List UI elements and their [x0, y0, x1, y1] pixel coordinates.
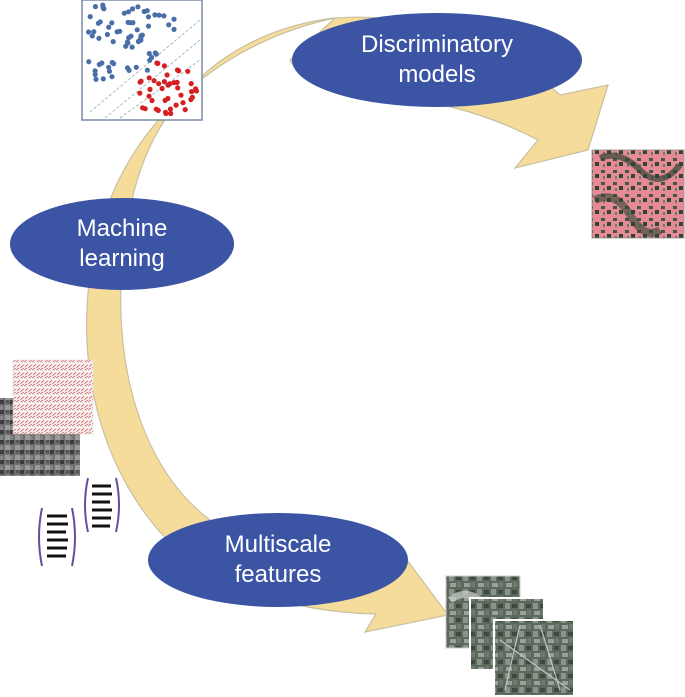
scatter-dot-blue	[125, 9, 132, 15]
scatter-dot-red	[159, 85, 165, 92]
scatter-dot-blue	[171, 16, 177, 22]
scatter-plot-icon	[81, 0, 203, 121]
scatter-dot-blue	[171, 26, 177, 32]
scatter-dot-red	[178, 92, 184, 98]
scatter-dot-blue	[145, 14, 152, 20]
scatter-dot-blue	[106, 24, 112, 30]
scatter-dot-red	[137, 90, 143, 96]
scatter-dot-red	[175, 85, 181, 91]
scatter-dot-red	[188, 96, 194, 103]
scatter-dot-red	[153, 106, 159, 112]
scatter-dot-red	[146, 75, 152, 81]
scatter-dot-blue	[114, 29, 120, 35]
scatter-dot-red	[168, 110, 174, 117]
scatter-dot-blue	[96, 61, 102, 68]
scatter-dot-red	[165, 95, 171, 102]
scatter-dot-blue	[138, 37, 144, 43]
scatter-dot-red	[161, 79, 167, 85]
scatter-dot-blue	[156, 12, 162, 18]
scatter-dot-blue	[100, 76, 106, 82]
scatter-dot-blue	[128, 33, 134, 39]
feature-vector-icon	[38, 507, 76, 567]
scatter-dot-red	[182, 107, 188, 113]
scatter-dot-red	[185, 68, 191, 74]
scatter-dot-red	[173, 102, 179, 108]
scatter-dot-red	[137, 79, 143, 85]
scatter-dot-blue	[100, 2, 106, 8]
scatter-dot-blue	[152, 12, 158, 18]
discriminatory-models-node	[292, 13, 582, 107]
scatter-dot-blue	[135, 4, 141, 10]
scatter-dot-blue	[109, 20, 115, 26]
scatter-dot-red	[151, 78, 157, 84]
scatter-dot-blue	[161, 13, 167, 19]
scatter-dot-red	[149, 97, 155, 104]
scatter-dot-blue	[109, 74, 115, 80]
scatter-dot-red	[156, 81, 162, 87]
machine-learning-node	[10, 198, 234, 290]
satellite-image-stack-icon	[445, 575, 575, 697]
multiscale-features-node	[148, 513, 408, 607]
feature-vector-icon	[84, 477, 120, 533]
scatter-dot-red	[163, 110, 169, 117]
scatter-dot-blue	[141, 8, 147, 15]
scatter-dot-blue	[127, 20, 133, 26]
scatter-dot-blue	[89, 33, 95, 39]
texture-patches-icon	[0, 359, 94, 476]
scatter-dot-red	[189, 89, 195, 95]
scatter-dot-red	[161, 63, 167, 69]
scatter-dot-blue	[123, 43, 129, 49]
scatter-dot-blue	[97, 19, 103, 25]
scatter-dot-red	[193, 86, 199, 92]
scatter-dot-blue	[93, 76, 99, 82]
scatter-dot-blue	[104, 31, 110, 38]
scatter-dot-blue	[126, 67, 132, 73]
scatter-dot-blue	[144, 67, 150, 73]
scatter-dot-blue	[109, 59, 115, 66]
scatter-dot-blue	[106, 64, 112, 70]
scatter-dot-blue	[166, 22, 172, 28]
scatter-dot-blue	[121, 10, 127, 16]
scatter-dot-blue	[145, 23, 152, 29]
scatter-dot-red	[188, 81, 194, 87]
scatter-dot-blue	[110, 39, 116, 45]
scatter-dot-red	[155, 60, 161, 66]
scatter-dot-blue	[134, 27, 140, 33]
scatter-dot-blue	[129, 44, 135, 50]
scatter-dot-blue	[149, 54, 155, 60]
scatter-dot-blue	[133, 64, 139, 70]
scatter-dot-red	[142, 106, 148, 112]
scatter-dot-blue	[86, 29, 92, 35]
scatter-dot-red	[171, 80, 177, 86]
scatter-dot-blue	[106, 68, 113, 74]
scatter-dot-red	[164, 72, 170, 78]
scatter-dot-blue	[92, 4, 98, 10]
scatter-dot-red	[147, 86, 153, 92]
scatter-dot-blue	[96, 35, 102, 41]
classified-map-icon	[591, 149, 685, 239]
scatter-dot-blue	[152, 50, 158, 56]
scatter-dot-red	[165, 82, 171, 88]
scatter-dot-blue	[87, 14, 93, 20]
scatter-dot-blue	[92, 71, 98, 78]
scatter-dot-blue	[146, 50, 152, 57]
scatter-dot-blue	[124, 39, 130, 45]
scatter-dot-blue	[91, 29, 97, 35]
scatter-dot-red	[176, 68, 182, 74]
scatter-dot-red	[167, 106, 173, 112]
scatter-dot-blue	[86, 59, 92, 65]
scatter-dot-blue	[129, 6, 136, 12]
scatter-dot-red	[146, 93, 152, 99]
scatter-dot-red	[180, 100, 186, 106]
